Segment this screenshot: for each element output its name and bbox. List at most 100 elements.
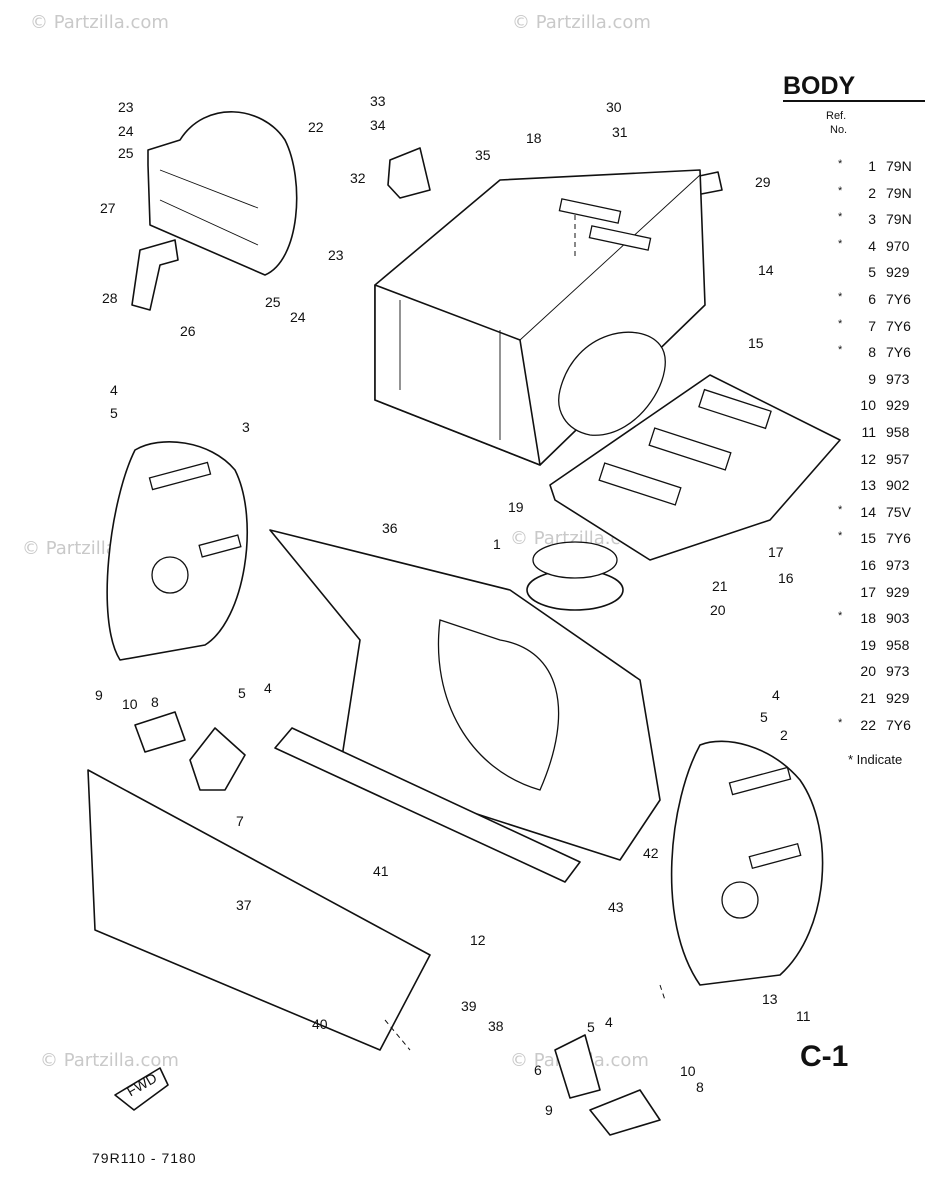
- part-number: 958: [886, 636, 910, 653]
- part-number: 903: [886, 610, 910, 627]
- callout-label: 10: [122, 696, 138, 712]
- callout-label: 43: [608, 899, 624, 915]
- callout-label: 5: [238, 685, 246, 701]
- callout-label: 8: [151, 694, 159, 710]
- scraper-bar-part-41: [274, 727, 581, 883]
- callout-label: 4: [772, 687, 780, 703]
- asterisk-mark: *: [838, 237, 843, 250]
- part-number: 79N: [886, 158, 912, 174]
- part-number: 75V: [886, 503, 911, 520]
- callout-label: 5: [110, 405, 118, 421]
- bracket-part-26: [131, 239, 179, 311]
- callout-layer: 2324252227282623252433343235183031291415…: [95, 93, 811, 1118]
- ref-number: 21: [860, 690, 876, 706]
- ref-number: 14: [860, 503, 876, 520]
- callout-label: 21: [712, 578, 728, 594]
- ref-number: 18: [860, 610, 876, 627]
- callout-label: 1: [493, 536, 501, 552]
- watermark: © Partzilla.com: [30, 12, 169, 33]
- bracket-part-7: [189, 727, 246, 791]
- callout-label: 22: [308, 119, 324, 135]
- callout-label: 18: [526, 130, 542, 146]
- column-header-ref: Ref.: [826, 110, 847, 122]
- part-number: 929: [886, 690, 910, 706]
- asterisk-mark: *: [838, 291, 843, 303]
- asterisk-mark: *: [838, 184, 843, 197]
- callout-label: 37: [236, 897, 252, 913]
- ref-number: 20: [860, 663, 876, 680]
- callout-label: 13: [762, 991, 778, 1007]
- callout-label: 24: [290, 309, 306, 325]
- callout-label: 34: [370, 117, 386, 133]
- callout-label: 41: [373, 863, 389, 879]
- part-number: 79N: [886, 211, 912, 228]
- bracket-part-6: [554, 1034, 601, 1099]
- ref-number: 15: [860, 530, 876, 547]
- callout-label: 23: [328, 247, 344, 263]
- part-number: 929: [886, 583, 910, 600]
- ref-number: 9: [868, 370, 876, 387]
- ref-number: 22: [860, 716, 876, 733]
- part-number: 902: [886, 477, 910, 494]
- callout-label: 5: [760, 709, 768, 725]
- bracket-part-32: [387, 147, 431, 199]
- ref-number: 2: [868, 184, 876, 201]
- part-number: 973: [886, 663, 910, 680]
- callout-label: 38: [488, 1018, 504, 1034]
- ref-number: 6: [868, 291, 876, 307]
- asterisk-mark: *: [838, 211, 843, 224]
- callout-label: 17: [768, 544, 784, 560]
- bracket-part-8-lower: [589, 1089, 661, 1136]
- side-plate-part-3: [106, 441, 249, 661]
- callout-label: 35: [475, 147, 491, 163]
- watermark: © Partzilla.com: [40, 1050, 179, 1071]
- column-header-no: No.: [830, 124, 848, 136]
- footnote: * Indicate: [848, 752, 903, 767]
- callout-label: 27: [100, 200, 116, 216]
- callout-label: 42: [643, 845, 659, 861]
- callout-label: 25: [118, 145, 134, 161]
- callout-label: 12: [470, 932, 486, 948]
- ref-number: 19: [860, 636, 876, 653]
- asterisk-mark: *: [838, 158, 843, 170]
- asterisk-mark: *: [838, 344, 843, 357]
- plate-part-15: [549, 374, 841, 561]
- callout-label: 4: [264, 680, 272, 696]
- ref-number: 8: [868, 344, 876, 361]
- ref-number: 13: [860, 477, 876, 494]
- drawing-code: 79R110 - 7180: [92, 1150, 197, 1166]
- ref-number: 4: [868, 237, 876, 254]
- side-plate-part-2: [670, 740, 824, 986]
- callout-label: 10: [680, 1063, 696, 1079]
- ref-number: 16: [860, 557, 876, 573]
- callout-label: 7: [236, 813, 244, 829]
- watermark: © Partzilla.com: [512, 12, 651, 33]
- part-number: 7Y6: [886, 530, 911, 547]
- part-number: 970: [886, 237, 910, 254]
- callout-label: 28: [102, 290, 118, 306]
- sheet-label: C-1: [800, 1040, 849, 1073]
- callout-label: 8: [696, 1079, 704, 1095]
- callout-label: 4: [605, 1014, 613, 1030]
- part-number: 929: [886, 397, 910, 414]
- callout-label: 14: [758, 262, 774, 278]
- callout-label: 2: [780, 727, 788, 743]
- ref-number: 1: [868, 158, 876, 174]
- callout-label: 32: [350, 170, 366, 186]
- callout-label: 20: [710, 602, 726, 618]
- ref-number: 12: [860, 450, 876, 467]
- part-number: 957: [886, 450, 910, 467]
- callout-label: 36: [382, 520, 398, 536]
- callout-label: 39: [461, 998, 477, 1014]
- section-title: BODY: [783, 72, 856, 100]
- part-number: 7Y6: [886, 291, 911, 307]
- callout-label: 29: [755, 174, 771, 190]
- callout-label: 9: [545, 1102, 553, 1118]
- callout-label: 4: [110, 382, 118, 398]
- callout-label: 31: [612, 124, 628, 140]
- chute-cover-part-22: [147, 111, 298, 276]
- callout-label: 6: [534, 1062, 542, 1078]
- asterisk-mark: *: [838, 610, 843, 623]
- ref-number: 11: [861, 424, 876, 440]
